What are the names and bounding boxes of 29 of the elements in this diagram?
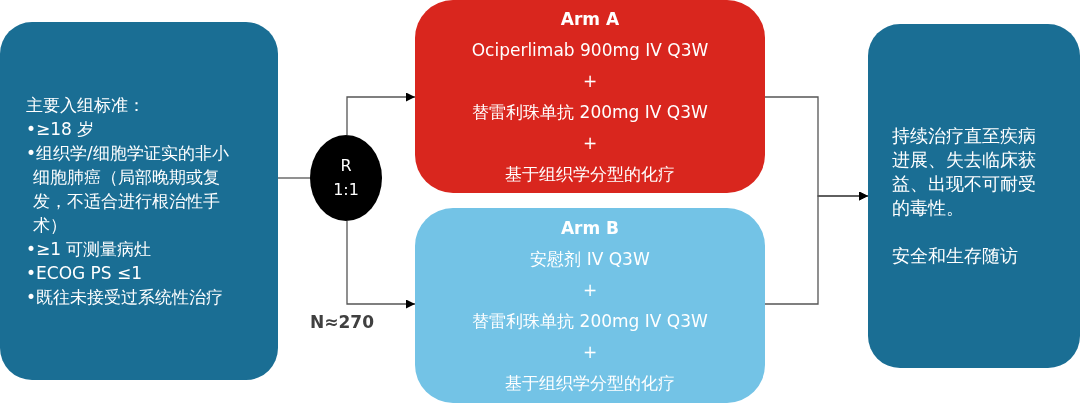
sample-size-label: N≈270 [310,312,374,332]
plus-sign: + [581,278,599,302]
plus-sign: + [581,340,599,364]
treatment-text: 安慰剂 IV Q3W [529,247,651,271]
criteria-item: •≥1 可测量病灶 [26,238,153,261]
arm-box [415,208,765,403]
connector-arrow [346,92,416,136]
arm-title: Arm A [559,7,621,31]
criteria-box [0,22,278,380]
connector-arrow [764,191,869,305]
outcome-box [868,24,1080,368]
criteria-item: •ECOG PS ≤1 [26,262,144,285]
treatment-text: Ociperlimab 900mg IV Q3W [470,38,710,62]
criteria-item: •组织学/细胞学证实的非小细胞肺癌（局部晚期或复发，不适合进行根治性手术） [26,142,230,237]
criteria-item: •既往未接受过系统性治疗 [26,286,225,309]
connector-arrow [346,220,416,309]
arm-title: Arm B [559,216,621,240]
treatment-text: 基于组织学分型的化疗 [504,371,676,395]
plus-sign: + [581,131,599,155]
criteria-heading: 主要入组标准： [26,94,146,117]
plus-sign: + [581,69,599,93]
outcome-text: 安全和生存随访 [892,244,1019,268]
treatment-text: 基于组织学分型的化疗 [504,162,676,186]
criteria-item: •≥18 岁 [26,118,96,141]
ratio-label: R 1:1 [332,155,360,201]
outcome-text: 持续治疗直至疾病进展、失去临床获益、出现不可耐受的毒性。 [892,124,1037,220]
treatment-text: 替雷利珠单抗 200mg IV Q3W [471,309,709,333]
arm-box [415,0,765,193]
treatment-text: 替雷利珠单抗 200mg IV Q3W [471,100,709,124]
